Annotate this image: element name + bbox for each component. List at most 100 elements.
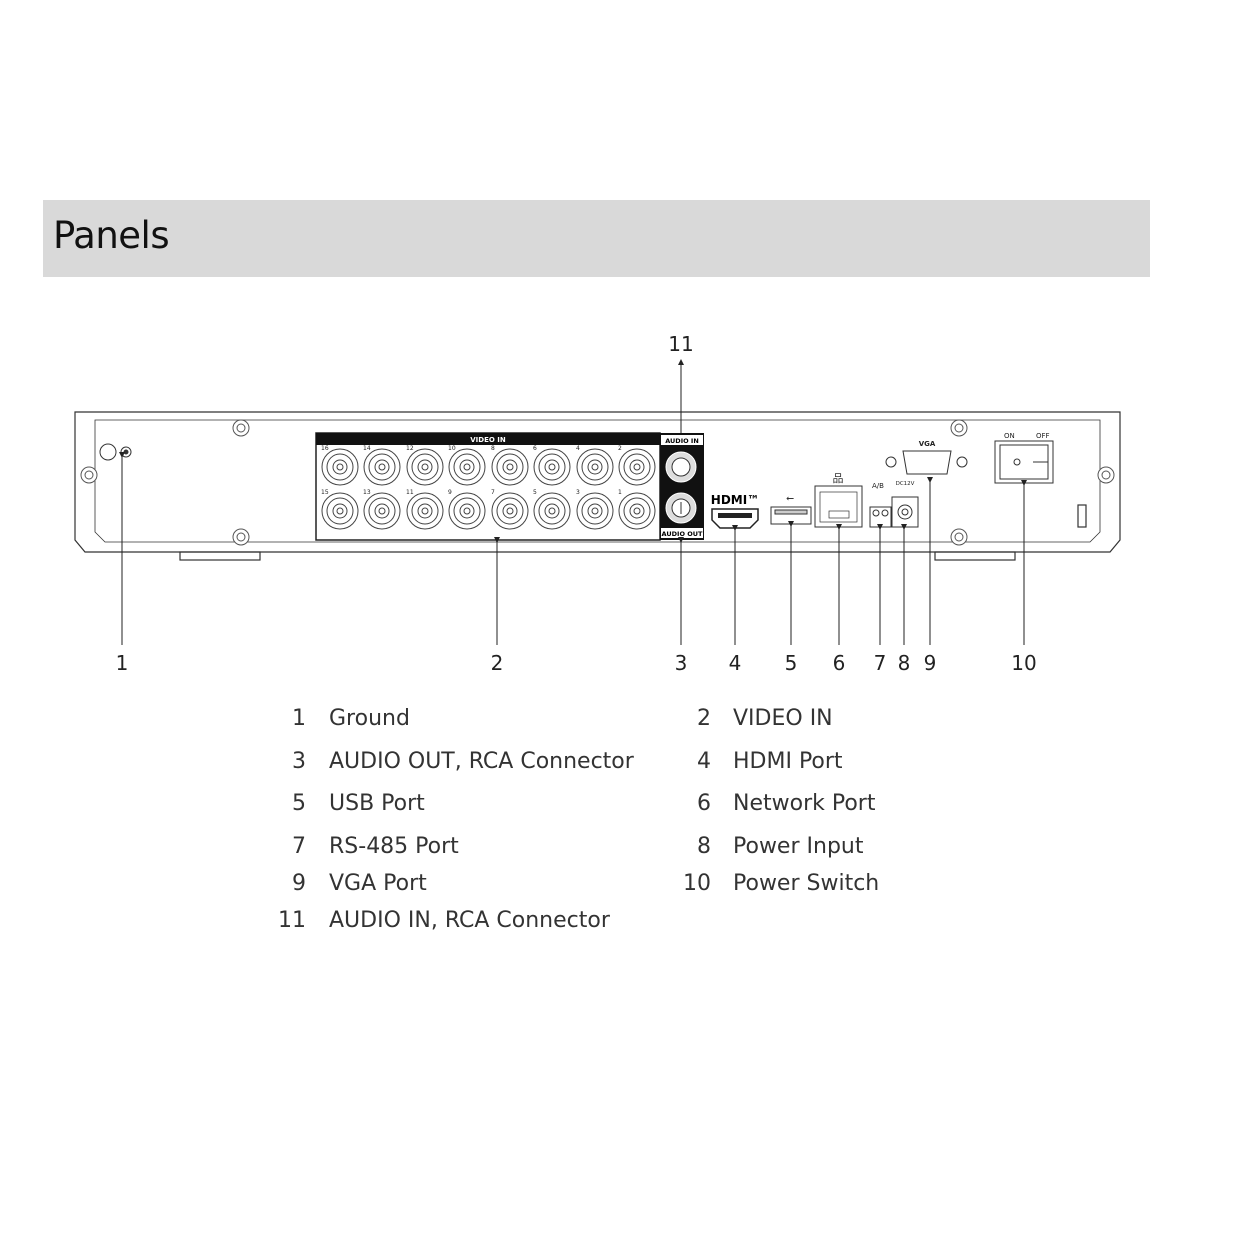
callout-number: 5 — [785, 651, 798, 675]
screws — [80, 419, 1115, 546]
callout-number: 10 — [1011, 651, 1036, 675]
rs485-port: A/B — [869, 482, 892, 528]
channel-number: 8 — [491, 445, 495, 452]
callout-9: 9 — [924, 477, 937, 675]
dc-label: DC12V — [896, 481, 915, 487]
audio-out-rca — [665, 492, 697, 524]
legend-label: HDMI Port — [733, 749, 843, 774]
legend-number: 9 — [292, 871, 306, 896]
callout-number: 4 — [729, 651, 742, 675]
callout-number: 6 — [833, 651, 846, 675]
audio-out-label: AUDIO OUT — [662, 530, 704, 538]
bnc-connector: 4 — [576, 445, 614, 486]
callout-6: 6 — [833, 524, 846, 675]
legend-label: Power Switch — [733, 871, 880, 896]
hdmi-logo: HDMI™ — [711, 493, 759, 507]
channel-number: 5 — [533, 489, 537, 496]
channel-number: 6 — [533, 445, 537, 452]
screw — [232, 419, 250, 437]
bnc-connector: 13 — [363, 489, 401, 530]
audio-in-label: AUDIO IN — [665, 437, 699, 445]
switch-off-label: OFF — [1036, 432, 1050, 440]
legend-label: Network Port — [733, 791, 876, 816]
usb-icon: ⭠ — [786, 493, 794, 504]
audio-in-rca — [665, 451, 697, 483]
legend-label: Ground — [329, 706, 410, 731]
bnc-connector: 9 — [448, 489, 486, 530]
channel-number: 14 — [363, 445, 371, 452]
channel-number: 10 — [448, 445, 456, 452]
legend-number: 2 — [697, 706, 711, 731]
screw — [950, 419, 968, 437]
screw — [1097, 466, 1115, 484]
callout-5: 5 — [785, 521, 798, 675]
callout-1: 1 — [116, 452, 129, 675]
bnc-connector: 5 — [533, 489, 571, 530]
power-input: DC12V — [891, 481, 919, 528]
legend-label: AUDIO IN, RCA Connector — [329, 908, 610, 933]
bnc-connector: 2 — [618, 445, 656, 486]
callout-2: 2 — [491, 537, 504, 675]
callout-8: 8 — [898, 524, 911, 675]
legend-label: AUDIO OUT, RCA Connector — [329, 749, 634, 774]
bnc-connector: 16 — [321, 445, 359, 486]
bnc-connector: 11 — [406, 489, 444, 530]
ground-terminal — [99, 443, 132, 461]
network-port: 品 — [814, 472, 863, 528]
callout-number: 2 — [491, 651, 504, 675]
bnc-connector: 3 — [576, 489, 614, 530]
callout-number: 3 — [675, 651, 688, 675]
screw — [232, 528, 250, 546]
callout-11: 11 — [668, 332, 694, 433]
channel-number: 15 — [321, 489, 329, 496]
usb-port: ⭠ — [770, 493, 812, 525]
legend-number: 7 — [292, 834, 306, 859]
legend-number: 8 — [697, 834, 711, 859]
screw — [950, 528, 968, 546]
callout-4: 4 — [729, 525, 742, 675]
audio-block: AUDIO IN AUDIO OUT — [660, 433, 704, 540]
callout-7: 7 — [874, 524, 887, 675]
channel-number: 3 — [576, 489, 580, 496]
power-switch: ON OFF — [994, 432, 1054, 484]
channel-number: 7 — [491, 489, 495, 496]
callout-3: 3 — [675, 537, 688, 675]
legend-number: 5 — [292, 791, 306, 816]
channel-number: 11 — [406, 489, 414, 496]
bnc-connector: 7 — [491, 489, 529, 530]
callout-number: 9 — [924, 651, 937, 675]
legend-number: 6 — [697, 791, 711, 816]
callout-number: 8 — [898, 651, 911, 675]
ab-label: A/B — [872, 482, 884, 490]
video-in-label: VIDEO IN — [470, 436, 506, 444]
bnc-connector: 15 — [321, 489, 359, 530]
section-title: Panels — [53, 214, 170, 257]
channel-number: 16 — [321, 445, 329, 452]
hdmi-port: HDMI™ — [711, 493, 759, 529]
legend-label: RS-485 Port — [329, 834, 459, 859]
switch-on-label: ON — [1004, 432, 1015, 440]
callout-number: 7 — [874, 651, 887, 675]
legend-number: 11 — [278, 908, 306, 933]
legend-label: VGA Port — [329, 871, 427, 896]
callout-number: 1 — [116, 651, 129, 675]
bnc-connector: 12 — [406, 445, 444, 486]
legend-label: USB Port — [329, 791, 425, 816]
legend-number: 4 — [697, 749, 711, 774]
legend-number: 1 — [292, 706, 306, 731]
channel-number: 1 — [618, 489, 622, 496]
channel-number: 9 — [448, 489, 452, 496]
legend-number: 10 — [683, 871, 711, 896]
bnc-connector: 6 — [533, 445, 571, 486]
bnc-connector: 8 — [491, 445, 529, 486]
section-header: Panels — [43, 200, 1150, 277]
legend-label: VIDEO IN — [733, 706, 833, 731]
legend-number: 3 — [292, 749, 306, 774]
channel-number: 4 — [576, 445, 580, 452]
bnc-connector: 14 — [363, 445, 401, 486]
network-icon: 品 — [833, 472, 844, 485]
bnc-connector: 1 — [618, 489, 656, 530]
channel-number: 2 — [618, 445, 622, 452]
